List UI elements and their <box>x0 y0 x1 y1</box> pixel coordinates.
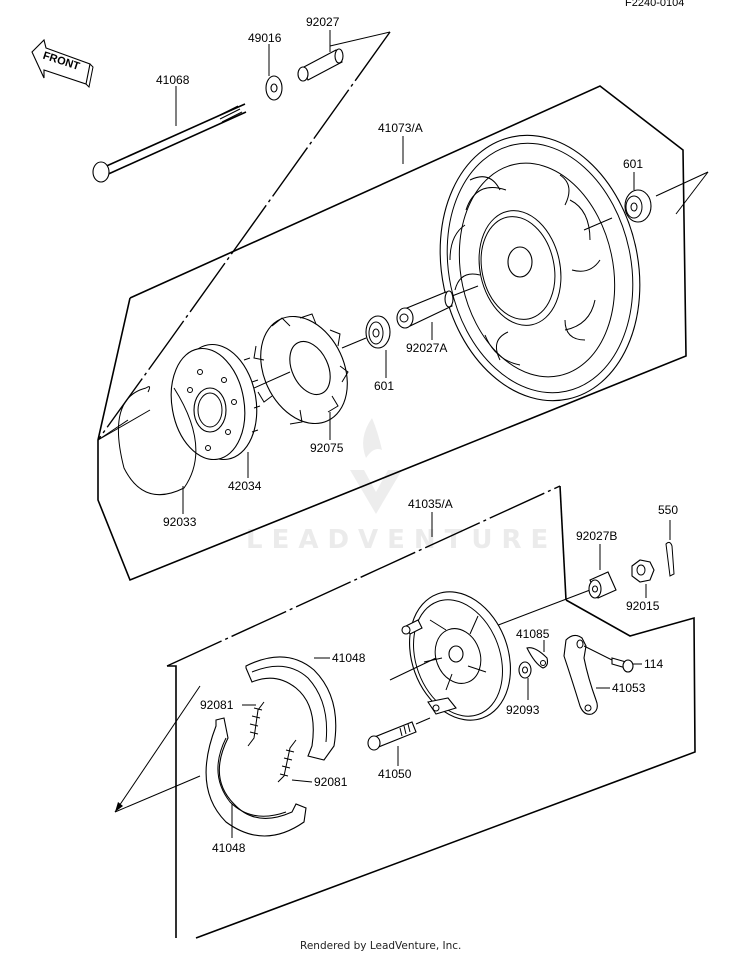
part-92027b-collar[interactable] <box>588 544 617 599</box>
part-92027a-collar[interactable] <box>396 285 479 340</box>
label-41048-top: 41048 <box>332 651 366 665</box>
label-42034: 42034 <box>228 479 262 493</box>
part-42034-coupling[interactable] <box>163 338 266 478</box>
label-92093: 92093 <box>506 703 540 717</box>
label-41085: 41085 <box>516 627 550 641</box>
label-92015: 92015 <box>626 599 660 613</box>
label-41073a: 41073/A <box>378 121 423 135</box>
part-601-bearing-outer[interactable] <box>583 172 652 231</box>
part-49016-washer[interactable] <box>265 44 283 101</box>
label-92027b: 92027B <box>576 529 617 543</box>
label-41050: 41050 <box>378 767 412 781</box>
label-92075: 92075 <box>310 441 344 455</box>
label-601-outer: 601 <box>623 157 643 171</box>
label-92081-bottom: 92081 <box>314 775 348 789</box>
part-92015-castle-nut[interactable] <box>631 559 655 598</box>
label-49016: 49016 <box>248 31 282 45</box>
front-arrow-icon: FRONT <box>31 38 94 89</box>
part-brake-panel[interactable] <box>389 578 528 735</box>
part-41048-brake-shoe-bottom[interactable] <box>205 717 307 838</box>
part-41068-axle[interactable] <box>92 86 247 183</box>
label-550: 550 <box>658 503 678 517</box>
part-92081-spring-top[interactable] <box>242 701 265 747</box>
part-601-bearing-inner[interactable] <box>341 315 391 378</box>
part-41050-camshaft[interactable] <box>367 717 431 766</box>
part-41085-wear-indicator[interactable] <box>526 640 549 669</box>
label-92027a: 92027A <box>406 341 447 355</box>
part-41048-brake-shoe-top[interactable] <box>245 656 337 761</box>
part-550-cotter-pin[interactable] <box>665 520 675 577</box>
footer-credit: Rendered by LeadVenture, Inc. <box>300 940 461 952</box>
label-92081-top: 92081 <box>200 698 234 712</box>
part-114-bolt[interactable] <box>611 657 642 673</box>
leadventure-watermark: LEADVENTURE <box>246 418 557 555</box>
diagram-code: F2240-0104 <box>625 0 684 9</box>
part-41053-brake-lever[interactable] <box>563 634 613 715</box>
part-92093-seal[interactable] <box>518 661 532 700</box>
label-41053: 41053 <box>612 681 646 695</box>
label-601-inner: 601 <box>374 379 394 393</box>
label-41035a: 41035/A <box>408 497 453 511</box>
label-92033: 92033 <box>163 515 197 529</box>
label-114: 114 <box>644 657 663 671</box>
svg-text:LEADVENTURE: LEADVENTURE <box>246 525 557 555</box>
part-92075-hub-damper[interactable] <box>244 302 364 440</box>
label-41068: 41068 <box>156 73 190 87</box>
part-92033-circlip[interactable] <box>117 386 197 514</box>
label-92027: 92027 <box>306 15 340 29</box>
label-41048-bottom: 41048 <box>212 841 246 855</box>
part-92027-collar[interactable] <box>297 30 344 82</box>
wheel-assembly-frame <box>97 31 709 582</box>
part-41073a-wheel[interactable] <box>416 117 663 420</box>
part-92081-spring-bottom[interactable] <box>277 739 313 783</box>
brake-assembly-frame <box>114 485 696 939</box>
